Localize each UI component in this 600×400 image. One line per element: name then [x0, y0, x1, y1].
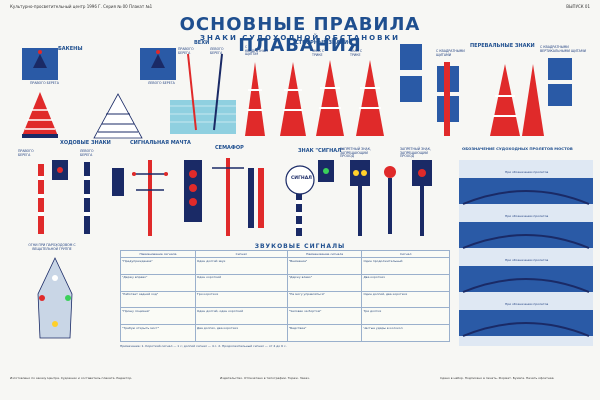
section-signal-mast: СИГНАЛЬНАЯ МАЧТА	[130, 140, 191, 146]
table-cell: Частые удары в колокол	[361, 324, 450, 342]
spar-right-icon	[187, 53, 197, 131]
spar-left-icon	[213, 53, 223, 131]
table-cell: "Держу влево"	[286, 273, 363, 292]
label-with-shield: С КВАДРАТНЫМ ЩИТОМ	[245, 45, 269, 57]
buoy-right-icon	[22, 50, 58, 138]
page-subtitle: ЗНАКИ СУДОХОДНОЙ ОБСТАНОВКИ	[199, 34, 400, 42]
sound-signals-table: Наименование сигнала Сигнал Наименование…	[120, 250, 450, 342]
table-cell: "Предупреждение"	[120, 257, 196, 275]
section-course-signs: ХОДОВЫЕ ЗНАКИ	[60, 140, 111, 146]
crossing-panel-6	[548, 84, 572, 106]
boat-lights-illustration	[37, 257, 73, 339]
table-cell: Два долгих, два коротких	[194, 324, 288, 342]
section-crossing-signs: ПЕРЕВАЛЬНЫЕ ЗНАКИ	[470, 43, 535, 49]
sound-signals-title: ЗВУКОВЫЕ СИГНАЛЫ	[254, 243, 346, 250]
footer-left: Изготовлено по заказу Центра. Художник и…	[10, 376, 133, 380]
crossing-post-icon	[444, 62, 450, 136]
label-spar-right: ПРАВОГО БЕРЕГА	[178, 47, 194, 55]
table-header: Наименование сигнала	[286, 250, 363, 258]
section-signal-sign: ЗНАК "СИГНАЛ"	[298, 148, 344, 154]
crossing-sign-2-icon	[522, 64, 544, 136]
header-right-note: ВЫПУСК 01	[566, 4, 590, 9]
label-course-right: ПРАВОГО БЕРЕГА	[18, 149, 34, 157]
label-with-two-shields: С КВАДРАТНЫМИ ЩИТАМИ	[436, 49, 465, 57]
table-row: "Предупреждение" Один долгий звук "Внима…	[120, 257, 450, 275]
table-row: "Прошу лоцмана" Один долгий, один коротк…	[120, 307, 450, 326]
bridge-label-3: При обозначении пролетов	[505, 258, 549, 262]
middle-signs-illustration	[38, 158, 432, 236]
table-row: "Требую открыть мост" Два долгих, два ко…	[120, 324, 450, 342]
crossing-sign-icon	[490, 64, 520, 136]
label-with-vertical-shields: С КВАДРАТНЫМИ ВЕРТИКАЛЬНЫМИ ЩИТАМИ	[540, 45, 586, 53]
section-spars: ВЕХИ	[194, 40, 210, 46]
table-cell: "Держу вправо"	[120, 273, 196, 292]
table-header: Сигнал	[361, 250, 450, 258]
footer-center: Издательство. Отпечатано в типографии. Т…	[220, 376, 310, 380]
label-left-bank: ЛЕВОГО БЕРЕГА	[148, 81, 175, 85]
table-cell: "Внимание"	[286, 257, 363, 275]
table-cell: Один долгий звук	[194, 257, 288, 275]
buoy-left-icon	[93, 50, 165, 139]
table-cell: "Работает задний ход"	[120, 290, 196, 309]
table-cell: "Бедствие"	[286, 324, 363, 342]
boat-icon	[37, 257, 73, 339]
table-cell: Три коротких	[194, 290, 288, 309]
table-cell: Один долгий, один короткий	[194, 307, 288, 326]
table-cell: Один долгий, два коротких	[361, 290, 450, 309]
table-cell: "Не могу управляться"	[286, 290, 363, 309]
label-right-bank: ПРАВОГО БЕРЕГА	[30, 81, 59, 85]
table-header: Сигнал	[194, 250, 288, 258]
footer-right: Сдано в набор. Подписано в печать. Форма…	[440, 376, 555, 380]
section-bridge-marking: ОБОЗНАЧЕНИЕ СУДОХОДНЫХ ПРОЛЕТОВ МОСТОВ	[462, 146, 573, 151]
starboard-light-icon	[65, 295, 71, 301]
table-cell: Три долгих	[361, 307, 450, 326]
section-buoys: БАКЕНЫ	[58, 46, 83, 52]
section-semaphore: СЕМАФОР	[215, 145, 244, 151]
bridge-label-4: При обозначении пролетов	[505, 302, 549, 306]
bridge-panel: При обозначении пролетов При обозначении…	[459, 160, 593, 346]
range-sign-icons	[245, 60, 384, 136]
signal-sign-icon	[285, 165, 315, 236]
crossing-panel-2	[400, 76, 422, 102]
bridge-label-2: При обозначении пролетов	[505, 214, 549, 218]
header-left-note: Культурно-просветительный центр 1996 Г. …	[10, 4, 153, 9]
top-signs-illustration	[22, 50, 544, 139]
table-header: Наименование сигнала	[120, 250, 196, 258]
warn-sign-icons	[318, 160, 432, 236]
stern-light-icon	[52, 321, 58, 327]
signal-mast-icon	[112, 160, 168, 236]
table-row: "Держу вправо" Один короткий "Держу влев…	[120, 273, 450, 292]
table-cell: Один продолжительный	[361, 257, 450, 275]
bridge-arches	[459, 178, 593, 337]
page-title: ОСНОВНЫЕ ПРАВИЛА ПЛАВАНИЯ	[179, 14, 421, 56]
table-cell: "Человек за бортом"	[286, 307, 363, 326]
label-warn-sign-1: ЗАПРЕТНЫЙ ЗНАК, ЗАПРЕЩАЮЩИЙ ПРОХОД	[340, 147, 372, 159]
label-rear-sign: ЗНАК С ТРИКЕ	[350, 49, 363, 57]
table-cell: "Прошу лоцмана"	[120, 307, 196, 326]
label-warn-sign-2: ЗАПРЕТНЫЙ ЗНАК, ЗАПРЕЩАЮЩИЙ ПРОХОД	[400, 147, 432, 159]
table-cell: Один короткий	[194, 273, 288, 292]
course-sign-icons	[38, 160, 90, 234]
mast-light-icon	[52, 275, 58, 281]
crossing-panel-5	[548, 58, 572, 80]
signal-word: СИГНАЛ	[291, 176, 312, 181]
table-cell: Два коротких	[361, 273, 450, 292]
semaphore-icon	[184, 158, 264, 236]
label-lights-note: ОГНИ ПРИ ПАРОХОДОВОМ С ВЕЩАТЕЛЬНОЙ ГРУПП…	[28, 243, 76, 251]
label-spar-left: ЛЕВОГО БЕРЕГА	[210, 47, 224, 55]
label-front-sign: ЗНАК С ТРИКЕ	[312, 49, 325, 57]
label-course-left: ЛЕВОГО БЕРЕГА	[80, 149, 94, 157]
section-range-signs: СТВОРНЫЕ ЗНАКИ	[295, 40, 349, 46]
table-footnote: Примечание: 1. Короткий сигнал — 1 с; до…	[120, 344, 287, 348]
water-icon	[170, 100, 236, 134]
port-light-icon	[39, 295, 45, 301]
bridge-label-1: При обозначении пролетов	[505, 170, 549, 174]
table-cell: "Требую открыть мост"	[120, 324, 196, 342]
table-row: "Работает задний ход" Три коротких "Не м…	[120, 290, 450, 309]
bridge-illustration	[459, 160, 593, 346]
crossing-panel-1	[400, 44, 422, 70]
